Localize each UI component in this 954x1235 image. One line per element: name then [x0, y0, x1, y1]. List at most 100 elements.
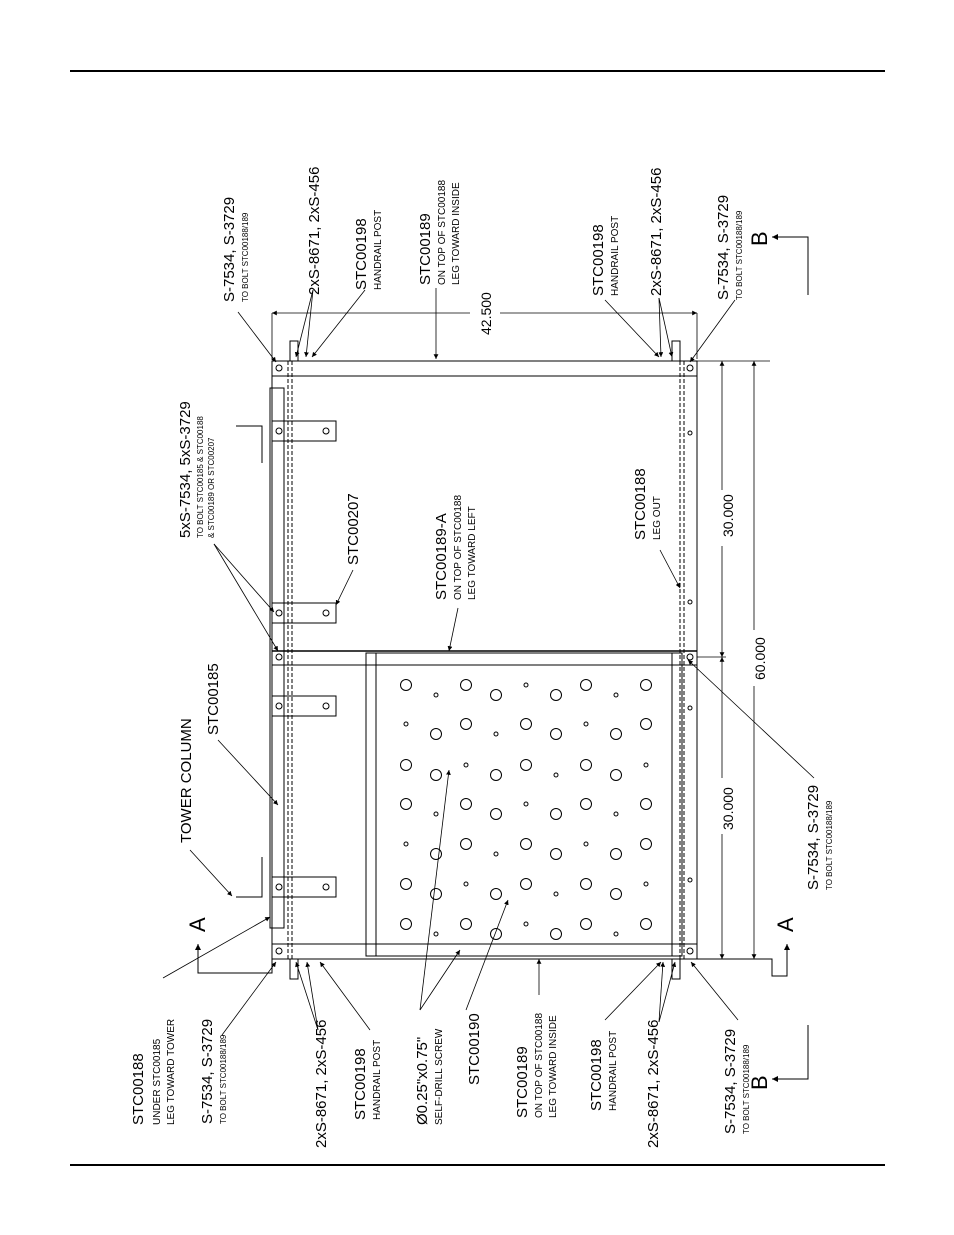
top-rule	[70, 70, 885, 72]
grating-hole	[553, 891, 559, 897]
callout-text: B	[747, 231, 772, 246]
callout-text: 2xS-8671, 2xS-456	[645, 1020, 662, 1148]
grating-hole	[550, 928, 562, 940]
dim-gaps	[470, 305, 762, 834]
grating-hole	[520, 838, 532, 850]
section-a-left: A	[185, 917, 210, 932]
callout-text: 2xS-8671, 2xS-456	[306, 167, 323, 295]
callout-text: 2xS-8671, 2xS-456	[313, 1020, 330, 1148]
grating-hole	[583, 721, 589, 727]
callout-post-tl: STC00198 HANDRAIL POST	[353, 210, 384, 290]
callout-stc00189a: STC00189-A ON TOP OF STC00188 LEG TOWARD…	[433, 495, 478, 600]
callout-text: 30.000	[720, 494, 736, 537]
grating-hole	[640, 918, 652, 930]
grating-hole	[550, 808, 562, 820]
grating-hole	[610, 848, 622, 860]
callout-text: LEG TOWARD TOWER	[166, 1019, 177, 1125]
callout-stc00189-top: STC00189 ON TOP OF STC00188 LEG TOWARD I…	[417, 180, 462, 285]
bracket-4	[271, 876, 337, 898]
grating-hole	[580, 679, 592, 691]
grating-hole	[523, 921, 529, 927]
grating-hole	[460, 798, 472, 810]
dim-width: 42.500	[478, 292, 494, 335]
grating-hole	[523, 801, 529, 807]
section-b-top: B	[747, 231, 772, 246]
bracket-1	[271, 420, 337, 442]
grating-hole	[553, 772, 559, 778]
callout-text: LEG TOWARD LEFT	[467, 506, 478, 600]
callout-hw-tr: 2xS-8671, 2xS-456	[648, 168, 665, 296]
dim-upper: 30.000	[720, 494, 736, 537]
callout-text: UNDER STC00185	[152, 1038, 163, 1125]
handrail-post-tr	[671, 340, 681, 362]
callout-text: STC00189	[417, 213, 434, 285]
grating-hole	[643, 881, 649, 887]
grating-holes	[400, 679, 652, 940]
tower-flange-bottom	[236, 857, 263, 898]
grating-panel	[365, 652, 683, 957]
grating-hole	[400, 918, 412, 930]
callout-stc00190: STC00190	[466, 1013, 483, 1085]
callout-text: STC00198	[590, 224, 607, 296]
callout-bolt-right-mid: S-7534, S-3729 TO BOLT STC00188/189	[805, 785, 834, 890]
callout-text: HANDRAIL POST	[373, 210, 384, 290]
grating-hole	[433, 692, 439, 698]
callout-stc00207: STC00207	[345, 493, 362, 565]
bracket-2	[271, 602, 337, 624]
callout-text: TO BOLT STC00188/189	[742, 1044, 751, 1134]
section-a-right: A	[773, 917, 798, 932]
callout-hw-bl-bottom: 2xS-8671, 2xS-456	[645, 1020, 662, 1148]
callout-text: STC00185	[205, 663, 222, 735]
platform-frame	[236, 340, 698, 980]
callout-text: HANDRAIL POST	[608, 1031, 619, 1111]
callout-text: S-7534, S-3729	[199, 1019, 216, 1124]
callout-text: HANDRAIL POST	[372, 1040, 383, 1120]
grating-hole	[550, 728, 562, 740]
callout-text: LEG OUT	[652, 496, 663, 540]
callout-post-bl-bottom: STC00198 HANDRAIL POST	[588, 1031, 619, 1111]
grating-hole	[523, 682, 529, 688]
grating-hole	[490, 888, 502, 900]
grating-hole	[640, 838, 652, 850]
callout-text: TO BOLT STC00188/189	[735, 210, 744, 300]
grating-hole	[403, 841, 409, 847]
callout-text: STC00188	[632, 468, 649, 540]
grating-hole	[403, 721, 409, 727]
callout-text: B	[747, 1075, 772, 1090]
callout-text: STC00207	[345, 493, 362, 565]
grating-hole	[613, 692, 619, 698]
callout-text: 30.000	[720, 787, 736, 830]
grating-hole	[433, 931, 439, 937]
callout-text: A	[773, 917, 798, 932]
grating-hole	[430, 728, 442, 740]
grating-hole	[520, 878, 532, 890]
grating-hole	[640, 679, 652, 691]
callout-text: STC00189	[514, 1046, 531, 1118]
callout-text: STC00198	[352, 1048, 369, 1120]
handrail-post-bl	[289, 958, 299, 980]
grating-hole	[400, 878, 412, 890]
callout-bolt-bl-top: S-7534, S-3729 TO BOLT STC00188/189	[199, 1019, 228, 1124]
callout-tower-column: TOWER COLUMN	[178, 718, 195, 843]
grating-hole	[433, 811, 439, 817]
dim-overall: 60.000	[752, 637, 768, 680]
grating-hole	[610, 728, 622, 740]
grating-hole	[463, 762, 469, 768]
grating-hole	[520, 718, 532, 730]
callout-post-tr: STC00198 HANDRAIL POST	[590, 216, 621, 296]
callout-stc00189-bottom: STC00189 ON TOP OF STC00188 LEG TOWARD I…	[514, 1013, 559, 1118]
grating-hole	[430, 848, 442, 860]
grating-hole	[430, 769, 442, 781]
callout-text: STC00189-A	[433, 513, 450, 600]
grating-hole	[490, 808, 502, 820]
callout-stc00188-out: STC00188 LEG OUT	[632, 468, 663, 540]
dim-lower: 30.000	[720, 787, 736, 830]
callout-text: STC00190	[466, 1013, 483, 1085]
callout-bolt-bl-bottom: S-7534, S-3729 TO BOLT STC00188/189	[722, 1029, 751, 1134]
callout-text: STC00198	[353, 218, 370, 290]
callout-text: TO BOLT STC00188/189	[219, 1034, 228, 1124]
grating-hole	[610, 769, 622, 781]
grating-hole	[490, 769, 502, 781]
section-b-bottom: B	[747, 1075, 772, 1090]
callout-text: STC00198	[588, 1039, 605, 1111]
